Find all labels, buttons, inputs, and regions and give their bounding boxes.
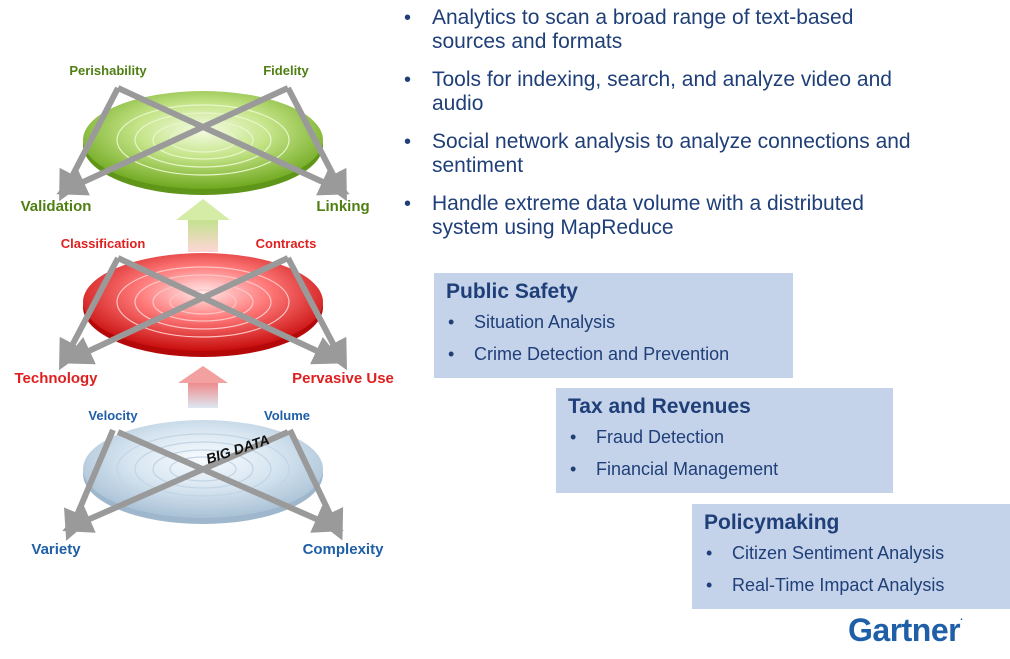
label-fidelity: Fidelity [263,63,309,78]
bullet-dot-icon: • [404,7,412,29]
list-item: •Citizen Sentiment Analysis [706,543,945,563]
label-contracts: Contracts [256,236,317,251]
label-classification: Classification [61,236,146,251]
middle-disc [59,253,347,371]
label-variety: Variety [31,541,81,558]
top-disc [56,85,350,202]
label-volume: Volume [264,408,310,423]
up-arrow-bottom [178,366,228,408]
bullet-dot-icon: • [448,312,455,332]
policymaking-box: Policymaking •Citizen Sentiment Analysis… [692,504,1010,609]
tax-and-revenues-title: Tax and Revenues [568,395,751,418]
bullet-item: •Tools for indexing, search, and analyze… [404,68,892,115]
list-item: •Real-Time Impact Analysis [706,575,945,595]
gartner-logo: Gartner. [848,612,963,648]
up-arrow-top [176,199,230,252]
bullet-dot-icon: • [404,131,412,153]
bullet-dot-icon: • [404,69,412,91]
label-validation: Validation [21,198,92,215]
bullet-item: •Handle extreme data volume with a distr… [404,192,864,239]
bullet-dot-icon: • [570,459,577,479]
bullet-dot-icon: • [706,575,713,595]
list-item: •Fraud Detection [570,427,725,447]
label-velocity: Velocity [88,408,138,423]
list-item: •Situation Analysis [448,312,616,332]
bullet-dot-icon: • [706,543,713,563]
bullet-dot-icon: • [570,427,577,447]
big-data-disc: BIG DATA [62,420,344,541]
label-technology: Technology [14,370,98,387]
bullet-item: •Analytics to scan a broad range of text… [404,6,854,53]
bullet-item: •Social network analysis to analyze conn… [404,130,911,177]
bullet-dot-icon: • [448,344,455,364]
label-pervasive-use: Pervasive Use [292,370,394,387]
policymaking-title: Policymaking [704,511,840,534]
list-item: •Financial Management [570,459,779,479]
public-safety-box: Public Safety •Situation Analysis •Crime… [434,273,793,378]
list-item: •Crime Detection and Prevention [448,344,730,364]
tax-and-revenues-box: Tax and Revenues •Fraud Detection •Finan… [556,388,893,493]
label-perishability: Perishability [69,63,147,78]
public-safety-title: Public Safety [446,280,578,303]
label-complexity: Complexity [303,541,385,558]
bullet-dot-icon: • [404,193,412,215]
label-linking: Linking [316,198,369,215]
capability-bullet-list: •Analytics to scan a broad range of text… [398,6,998,254]
big-data-layer-diagram: BIG DATA Perishability Fidelity Validati… [14,63,394,558]
